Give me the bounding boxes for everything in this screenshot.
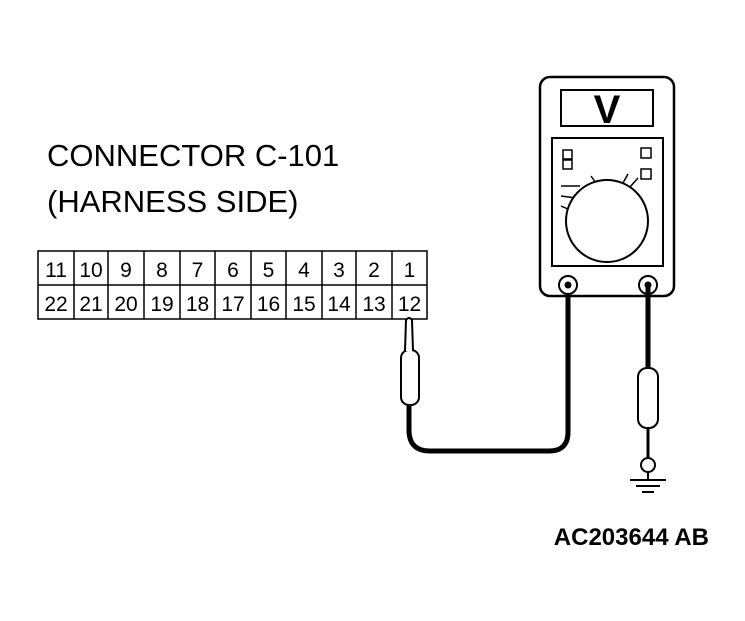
connector-pin-6: 6 [227, 259, 239, 282]
connector-subtitle: (HARNESS SIDE) [47, 184, 298, 219]
connector-pin-9: 9 [120, 259, 132, 282]
meter-terminal-v-center [644, 281, 652, 289]
connector-pin-5: 5 [263, 259, 275, 282]
connector-pin-20: 20 [114, 293, 137, 316]
test-lead-left [400, 284, 571, 454]
connector-pin-7: 7 [192, 259, 204, 282]
connector-pin-16: 16 [257, 293, 280, 316]
connector-pin-17: 17 [221, 293, 244, 316]
meter-switch-icon [562, 159, 573, 170]
connector-pin-1: 1 [404, 259, 416, 282]
connector-pin-14: 14 [327, 293, 351, 316]
connector-pin-22: 22 [44, 293, 67, 316]
meter-display-unit: V [594, 88, 621, 132]
connector-title: CONNECTOR C-101 [47, 138, 339, 173]
connector-pin-18: 18 [186, 293, 209, 316]
connector-pin-12: 12 [398, 293, 421, 316]
probe-handle-right [637, 367, 659, 429]
meter-terminal-com-center [564, 281, 572, 289]
figure-id: AC203644 AB [554, 524, 709, 551]
meter-rotary-dial [565, 179, 649, 263]
ground-icon [630, 472, 666, 493]
connector-pin-8: 8 [156, 259, 168, 282]
meter-switch-icon [562, 149, 573, 160]
probe-clip-right [640, 457, 656, 473]
connector-pin-19: 19 [150, 293, 173, 316]
connector-pin-21: 21 [79, 293, 102, 316]
connector-pin-4: 4 [298, 259, 310, 282]
meter-indicator-icon [640, 168, 652, 180]
connector-pin-11: 11 [45, 259, 67, 282]
meter-indicator-icon [640, 147, 652, 159]
probe-tip-left [404, 317, 414, 352]
test-lead-wire [406, 284, 571, 454]
connector-pin-3: 3 [333, 259, 345, 282]
connector-pin-2: 2 [368, 259, 380, 282]
probe-handle-left [400, 349, 420, 406]
meter-display [560, 89, 654, 127]
connector-pin-15: 15 [292, 293, 315, 316]
multimeter: V [538, 75, 676, 298]
connector-pin-13: 13 [362, 293, 385, 316]
connector-pin-10: 10 [79, 259, 102, 282]
test-lead-right [637, 287, 659, 473]
